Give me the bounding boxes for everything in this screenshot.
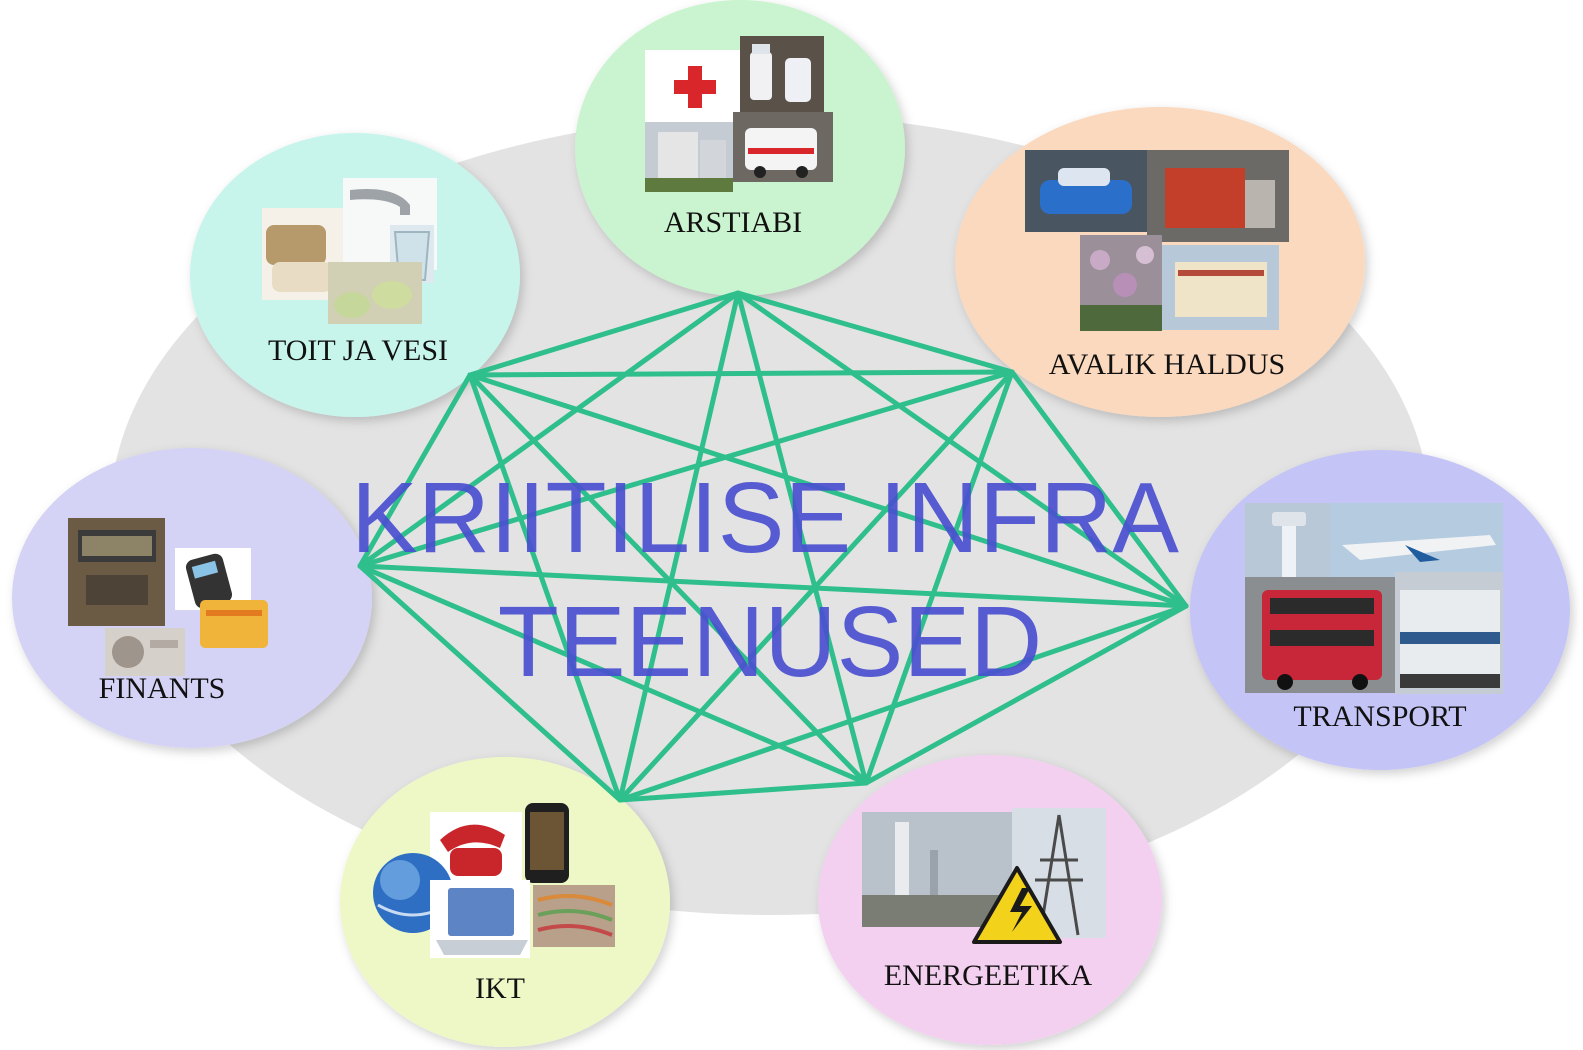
node-finants: FINANTS <box>12 448 372 748</box>
network-link <box>735 290 1189 609</box>
medicine-bottles-icon <box>740 36 824 114</box>
network-link <box>467 369 1015 378</box>
node-avalik-haldus-label: AVALIK HALDUS <box>1049 348 1285 381</box>
node-avalik-haldus: AVALIK HALDUS <box>955 107 1365 417</box>
node-toit-ja-vesi-label: TOIT JA VESI <box>268 334 448 367</box>
network-link <box>357 290 741 569</box>
bank-card-icon <box>200 600 268 648</box>
node-arstiabi-label: ARSTIABI <box>664 206 802 239</box>
power-plant-icon <box>862 812 1012 927</box>
government-building-icon <box>1162 245 1279 330</box>
red-cross-icon <box>645 50 740 122</box>
network-link <box>357 369 1015 569</box>
network-link <box>357 563 623 803</box>
center-title-line2: TEENUSED <box>498 586 1043 698</box>
node-ikt-label: IKT <box>475 972 525 1005</box>
network-link <box>617 290 741 803</box>
network-link <box>617 780 869 803</box>
node-transport: TRANSPORT <box>1190 450 1570 770</box>
cheese-icon <box>328 262 422 324</box>
train-icon <box>1395 572 1503 694</box>
telephone-icon <box>430 812 522 880</box>
network-link <box>467 372 1189 609</box>
mobile-phone-icon <box>525 803 569 883</box>
banknote-icon <box>105 628 185 676</box>
ambulance-icon <box>733 112 833 182</box>
card-terminal-icon <box>175 548 251 610</box>
bus-icon <box>1245 577 1395 693</box>
network-link <box>357 563 1189 609</box>
airplane-icon <box>1330 503 1503 577</box>
network-link <box>735 290 1015 375</box>
network-link <box>863 603 1189 786</box>
atm-icon <box>68 518 165 626</box>
police-car-icon <box>1025 150 1147 232</box>
center-title-line1: KRIITILISE INFRA <box>351 462 1179 574</box>
network-link <box>357 372 473 569</box>
network-link <box>617 603 1189 803</box>
laptop-icon <box>430 880 530 958</box>
network-link <box>467 372 869 786</box>
network-lines <box>357 290 1189 803</box>
network-link <box>467 290 741 378</box>
node-arstiabi: ARSTIABI <box>575 0 905 296</box>
node-toit-ja-vesi: TOIT JA VESI <box>190 133 520 417</box>
cables-icon <box>533 885 615 947</box>
control-tower-icon <box>1245 503 1330 577</box>
network-link <box>467 372 623 803</box>
high-voltage-warning-icon <box>972 866 1062 944</box>
node-energeetika: ENERGEETIKA <box>818 755 1162 1045</box>
hospital-building-icon <box>645 122 733 192</box>
node-energeetika-label: ENERGEETIKA <box>884 959 1093 992</box>
node-ikt: IKT <box>340 757 670 1047</box>
node-finants-label: FINANTS <box>99 672 226 705</box>
network-link <box>863 369 1015 786</box>
flowers-icon <box>1080 235 1162 331</box>
network-link <box>1009 369 1189 609</box>
network-link <box>357 563 869 786</box>
node-transport-label: TRANSPORT <box>1293 700 1466 733</box>
fire-truck-icon <box>1147 150 1289 242</box>
